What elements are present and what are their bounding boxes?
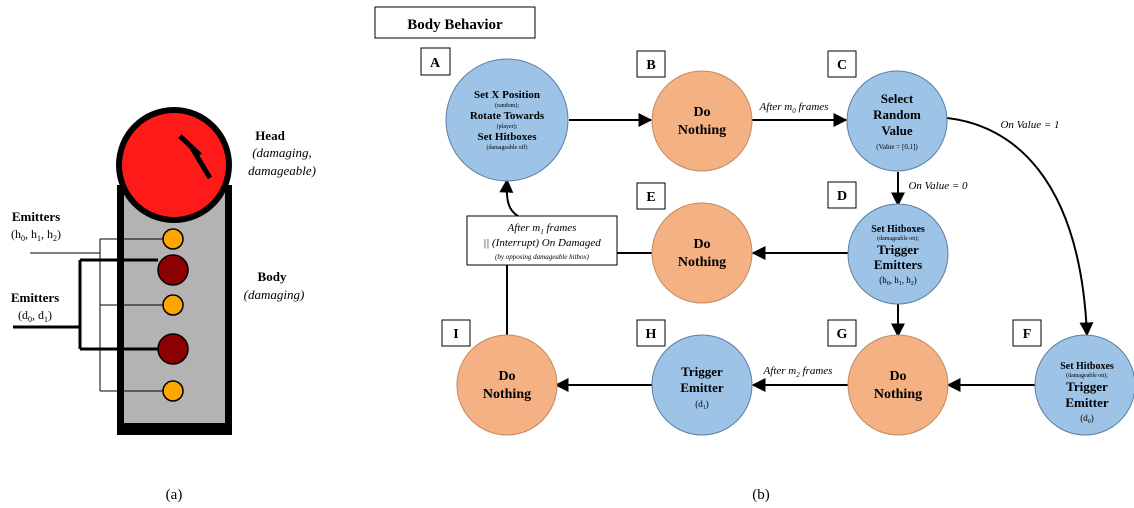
svg-text:(d0): (d0) [1080,413,1094,425]
behavior-diagram: Body Behavior After m1 frames || (Interr… [374,6,1134,503]
svg-text:Random: Random [873,107,921,122]
caption-a: (a) [166,487,183,503]
emitters-d-label: Emitters [11,290,59,305]
interrupt-line2: || (Interrupt) On Damaged [483,237,601,249]
node-b-letter-box [636,50,666,78]
robot-diagram: Head (damaging, damageable) Body (damagi… [11,107,316,503]
node-i: Do Nothing [456,334,558,436]
head-pointer-icon [178,134,213,180]
edge-c-f [946,117,1094,337]
emitters-h-label: Emitters [12,209,60,224]
node-h: Trigger Emitter (d1) [651,334,753,436]
body-label: Body [258,269,287,284]
node-g-letter: G [837,327,848,342]
node-g: Do Nothing [847,334,949,436]
node-i-letter: I [453,327,458,342]
emitters-d-connectors [13,258,158,351]
node-g-letter-box [827,319,857,347]
node-a-letter-box [420,47,451,76]
emitters-d-sub: (d0, d1) [18,308,52,324]
svg-text:Nothing: Nothing [874,387,922,402]
label-after-m2: After m2 frames [763,365,833,379]
svg-text:(Value = [0,1]): (Value = [0,1]) [876,143,918,151]
svg-text:Emitters: Emitters [874,257,922,272]
head-circle [122,113,226,217]
svg-text:(player);: (player); [497,123,518,130]
emitter-d0 [157,254,189,286]
head-desc-line2: damageable) [248,163,316,178]
interrupt-line1: After m1 frames [507,222,577,236]
node-i-letter-box [441,319,471,347]
emitters-h-connectors [30,238,163,392]
svg-text:(d1): (d1) [695,399,709,411]
caption-b: (b) [752,487,770,503]
node-h-letter-box [636,319,666,347]
label-after-m0: After m0 frames [759,101,829,115]
head-desc-line1: (damaging, [252,145,312,160]
svg-text:Value: Value [881,123,913,138]
svg-text:Rotate Towards: Rotate Towards [470,110,545,122]
emitters-h-sub: (h0, h1, h2) [11,227,61,243]
emitter-h1 [162,294,184,316]
node-c: Select Random Value (Value = [0,1]) [846,70,948,172]
label-on-value-0: On Value = 0 [908,180,968,192]
title-box [374,6,536,39]
svg-text:Set Hitboxes: Set Hitboxes [871,224,925,235]
svg-text:Do: Do [889,369,906,384]
node-d-letter-box [827,181,857,209]
svg-text:Nothing: Nothing [678,123,726,138]
svg-text:Emitter: Emitter [680,380,724,395]
svg-text:(random);: (random); [495,102,519,109]
svg-text:Nothing: Nothing [678,255,726,270]
svg-text:Set X Position: Set X Position [474,89,540,101]
node-c-letter: C [837,58,847,73]
svg-text:Emitter: Emitter [1065,395,1109,410]
svg-text:Do: Do [693,105,710,120]
node-f-letter: F [1023,327,1032,342]
node-d-letter: D [837,189,847,204]
head-label: Head [255,128,285,143]
node-e-letter-box [636,182,666,210]
node-f: Set Hitboxes (damageable on); Trigger Em… [1034,334,1134,436]
interrupt-box [466,215,618,266]
svg-text:Select: Select [881,91,914,106]
node-f-letter-box [1012,319,1042,347]
edge-box-a [499,178,519,217]
emitter-h2 [162,380,184,402]
svg-text:Nothing: Nothing [483,387,531,402]
diagram-title: Body Behavior [407,17,503,33]
node-b-letter: B [646,58,655,73]
svg-text:(damageable on);: (damageable on); [877,235,919,242]
node-e: Do Nothing [651,202,753,304]
svg-text:Do: Do [693,237,710,252]
svg-text:(damageable on);: (damageable on); [1066,372,1108,379]
node-h-letter: H [646,327,657,342]
svg-text:Set Hitboxes: Set Hitboxes [478,131,538,143]
svg-text:Trigger: Trigger [1066,379,1108,394]
svg-text:(damageable off): (damageable off) [486,144,527,151]
node-c-letter-box [827,50,857,78]
node-a: Set X Position (random); Rotate Towards … [445,58,569,182]
body-desc: (damaging) [244,287,305,302]
svg-text:Do: Do [498,369,515,384]
interrupt-line3: (by opposing damageable hitbox) [495,253,590,261]
svg-text:Trigger: Trigger [877,242,919,257]
label-on-value-1: On Value = 1 [1000,119,1059,131]
node-e-letter: E [646,190,655,205]
svg-text:Set Hitboxes: Set Hitboxes [1060,361,1114,372]
svg-text:Trigger: Trigger [681,364,723,379]
node-d: Set Hitboxes (damageable on); Trigger Em… [847,203,949,305]
emitter-h0 [162,228,184,250]
node-a-letter: A [430,56,441,71]
node-b: Do Nothing [651,70,753,172]
edges [499,113,1094,392]
emitter-d1 [157,333,189,365]
